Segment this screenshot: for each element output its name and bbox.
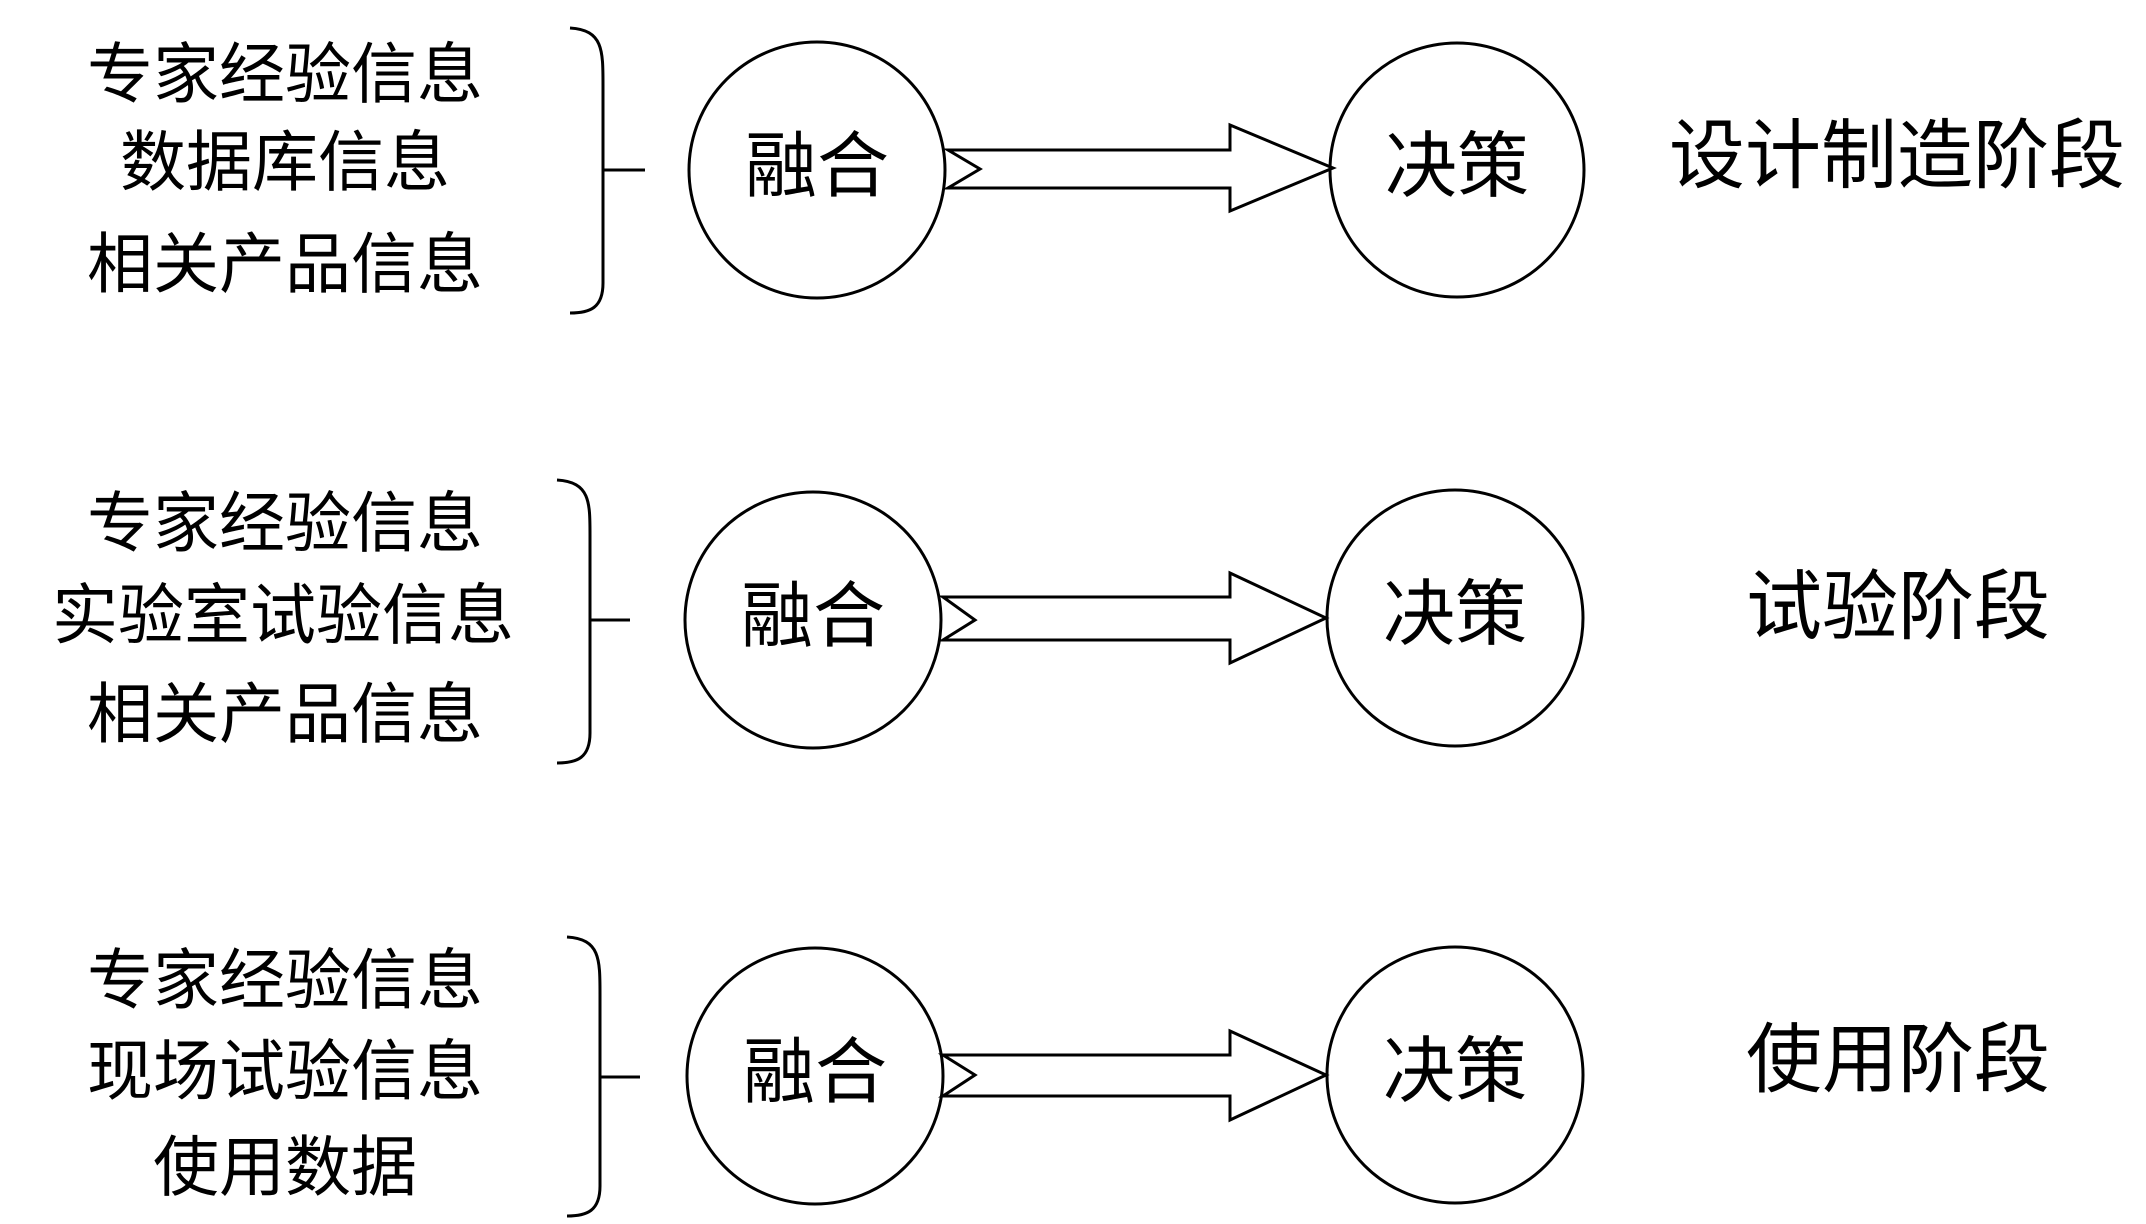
stage-label: 设计制造阶段: [1669, 111, 2125, 200]
row-design-manufacture: 专家经验信息 数据库信息 相关产品信息 融合 决策 设计制造阶段: [87, 26, 2125, 315]
stage-label: 使用阶段: [1746, 1015, 2050, 1104]
fusion-to-decision-arrow: [937, 1028, 1330, 1123]
fusion-label: 融合: [743, 1030, 887, 1114]
source-item: 现场试验信息: [87, 1033, 483, 1110]
fusion-node: [683, 490, 943, 750]
fusion-label: 融合: [741, 574, 885, 658]
source-brace: [569, 26, 605, 315]
source-list: 专家经验信息 现场试验信息 使用数据: [87, 942, 483, 1206]
source-item: 专家经验信息: [87, 485, 483, 562]
source-brace: [556, 478, 592, 765]
fusion-node: [687, 40, 947, 300]
source-list: 专家经验信息 数据库信息 相关产品信息: [87, 36, 483, 303]
source-item: 使用数据: [153, 1129, 417, 1206]
source-item: 专家经验信息: [87, 942, 483, 1019]
source-item: 数据库信息: [120, 124, 450, 201]
source-list: 专家经验信息 实验室试验信息 相关产品信息: [52, 485, 514, 753]
decision-label: 决策: [1383, 572, 1527, 656]
row-usage: 专家经验信息 现场试验信息 使用数据 融合 决策 使用阶段: [87, 935, 2050, 1218]
source-item: 实验室试验信息: [52, 577, 514, 654]
decision-node: [1325, 488, 1585, 748]
stage-label: 试验阶段: [1746, 562, 2050, 651]
fusion-to-decision-arrow: [942, 122, 1337, 214]
source-item: 专家经验信息: [87, 36, 483, 113]
row-testing: 专家经验信息 实验室试验信息 相关产品信息 融合 决策 试验阶段: [52, 478, 2050, 765]
fusion-label: 融合: [745, 124, 889, 208]
decision-node: [1328, 41, 1586, 299]
fusion-node: [685, 946, 945, 1206]
source-item: 相关产品信息: [87, 676, 483, 753]
decision-label: 决策: [1383, 1029, 1527, 1113]
source-brace: [566, 935, 602, 1218]
source-item: 相关产品信息: [87, 226, 483, 303]
decision-node: [1325, 945, 1585, 1205]
decision-label: 决策: [1385, 124, 1529, 208]
fusion-to-decision-arrow: [937, 570, 1330, 666]
